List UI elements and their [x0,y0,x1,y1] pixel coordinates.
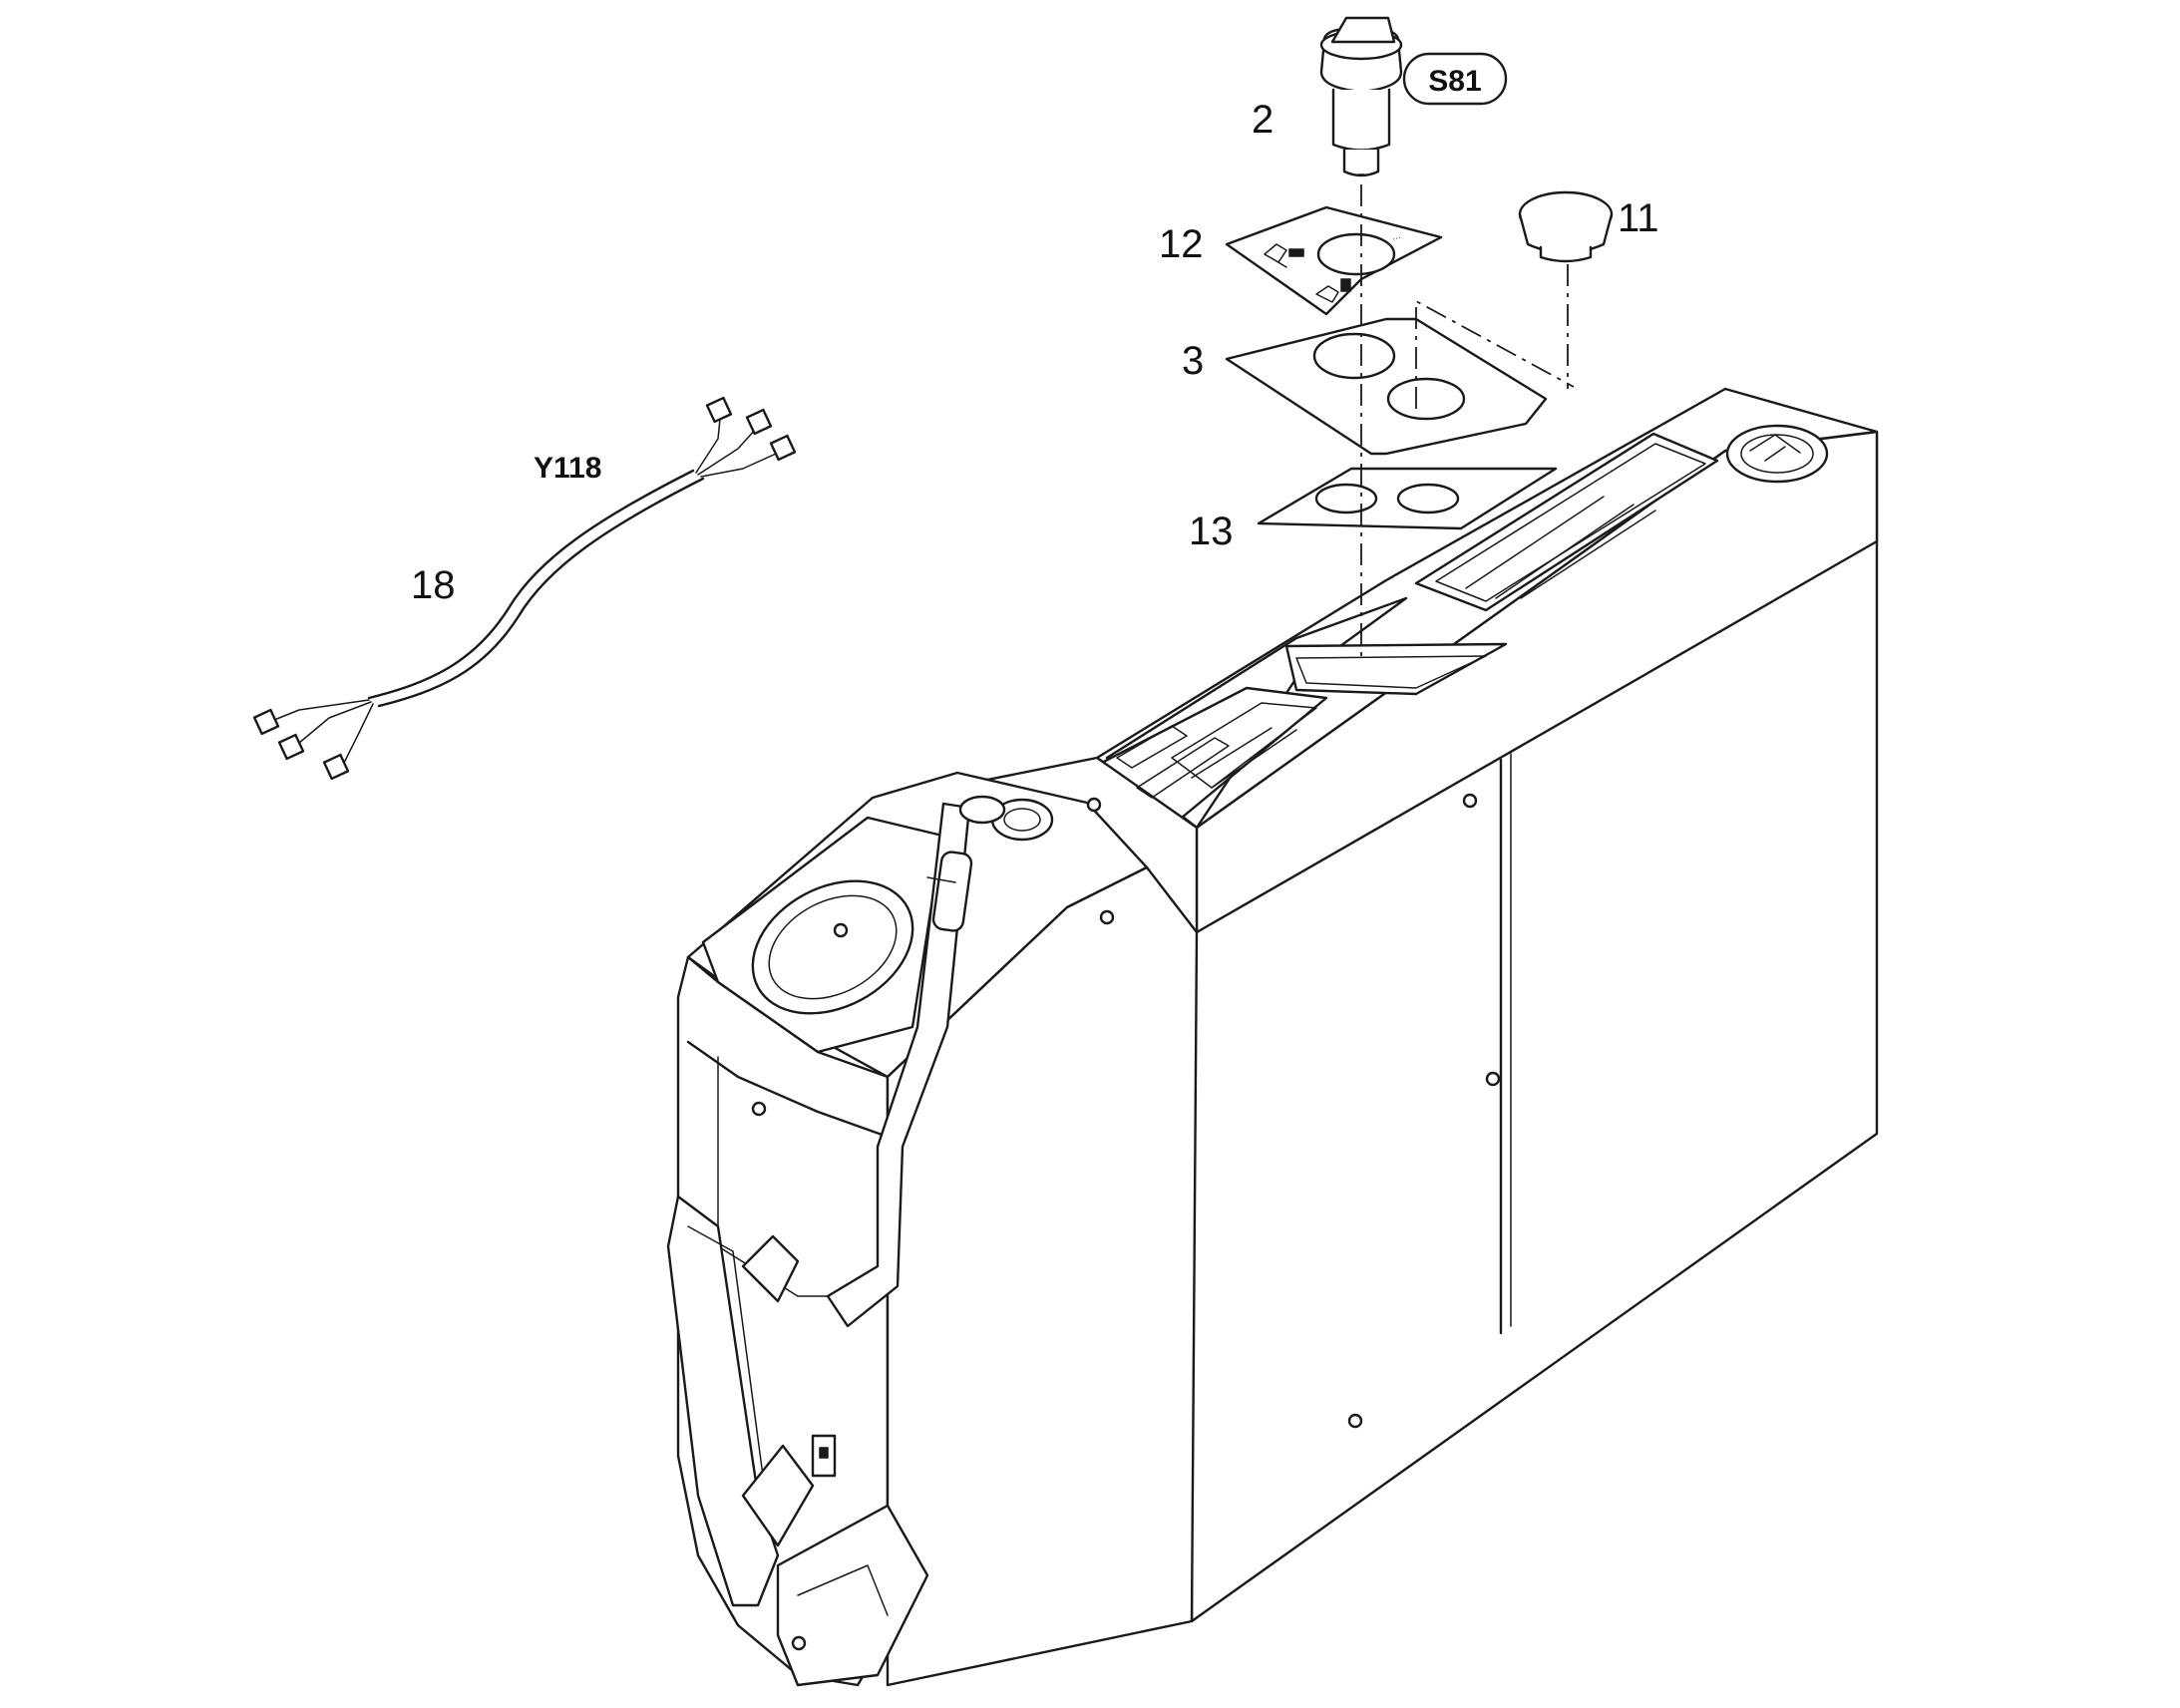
part-11-plug [1518,190,1614,263]
switch-reference-label: S81 [1428,65,1481,98]
front-cup-holder [751,879,914,1015]
switch-reference-badge [1402,52,1508,106]
part-3-mounting-plate [1225,317,1548,456]
svg-text:⋯: ⋯ [1391,232,1402,244]
part-13-gasket [1257,467,1558,530]
callout-part-11: 11 [1618,196,1659,240]
callout-part-12: 12 [1159,222,1204,266]
callout-part-2: 2 [1252,98,1273,142]
rear-cup-holder [1725,424,1829,484]
callout-part-18: 18 [411,563,456,607]
screws [751,793,1501,1651]
joystick-lever [826,795,1006,1328]
callout-part-3: 3 [1182,339,1204,383]
callout-part-13: 13 [1189,510,1234,553]
console-housing [666,387,1879,1687]
part-12-label-plate: ⋯ [1225,205,1443,316]
harness-reference-label: Y118 [534,452,601,485]
part-2-rotary-switch [1319,16,1403,177]
rear-vent-grille [1414,432,1719,612]
part-18-wiring-harness [252,396,797,781]
assembly-lines [1360,184,1575,658]
grab-handle [666,1195,815,1607]
